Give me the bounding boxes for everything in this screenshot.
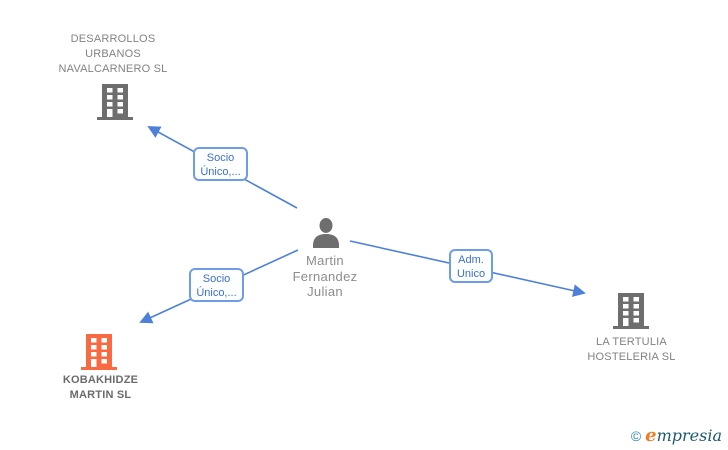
brand-name: mpresia: [656, 426, 722, 445]
node-tertulia[interactable]: [612, 293, 650, 334]
edge-label-socio-unico-1[interactable]: Socio Único,...: [193, 147, 248, 181]
empresia-logo[interactable]: ©empresia: [631, 425, 722, 446]
copyright-icon: ©: [630, 428, 642, 444]
node-martin[interactable]: [312, 218, 340, 253]
node-label-tertulia: LA TERTULIA HOSTELERIA SL: [587, 336, 676, 363]
node-desarrollos[interactable]: [96, 84, 134, 125]
building-icon: [97, 84, 133, 120]
node-label-desarrollos: DESARROLLOS URBANOS NAVALCARNERO SL: [58, 33, 168, 75]
building-icon: [81, 334, 117, 370]
node-label-kobakhidze: KOBAKHIDZE MARTIN SL: [62, 374, 139, 401]
edge-label-adm-unico[interactable]: Adm. Unico: [449, 249, 493, 283]
brand-initial: e: [645, 425, 657, 446]
node-kobakhidze[interactable]: [80, 334, 118, 375]
person-icon: [313, 218, 339, 248]
building-icon: [613, 293, 649, 329]
edge-label-socio-unico-2[interactable]: Socio Único,...: [189, 268, 244, 302]
node-label-martin: Martin Fernandez Julian: [292, 253, 358, 299]
